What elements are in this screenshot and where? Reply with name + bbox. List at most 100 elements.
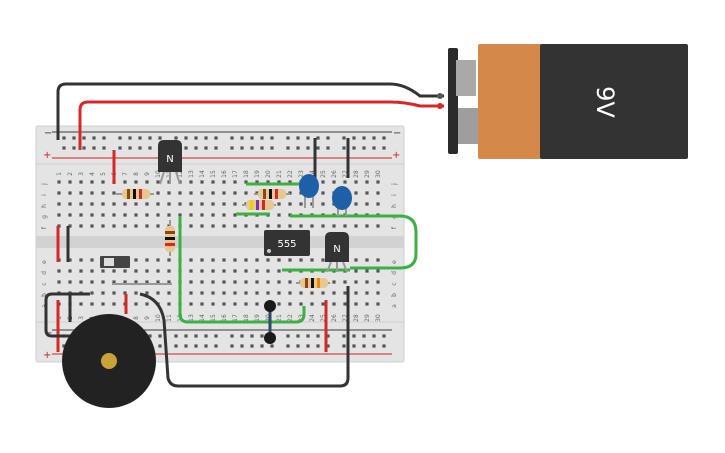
- piezo-buzzer[interactable]: [62, 314, 156, 408]
- breadboard-hole[interactable]: [200, 280, 204, 284]
- breadboard-hole[interactable]: [233, 302, 237, 306]
- breadboard-hole[interactable]: [365, 202, 369, 206]
- breadboard-hole[interactable]: [211, 269, 215, 273]
- battery-terminal-positive[interactable]: [458, 108, 478, 144]
- breadboard-hole[interactable]: [354, 202, 358, 206]
- breadboard-hole[interactable]: [204, 334, 208, 338]
- breadboard-hole[interactable]: [211, 280, 215, 284]
- breadboard-hole[interactable]: [145, 202, 149, 206]
- breadboard-hole[interactable]: [101, 302, 105, 306]
- breadboard-hole[interactable]: [72, 136, 76, 140]
- breadboard-hole[interactable]: [306, 344, 310, 348]
- breadboard-hole[interactable]: [156, 191, 160, 195]
- breadboard-hole[interactable]: [277, 302, 281, 306]
- breadboard-hole[interactable]: [68, 224, 72, 228]
- breadboard-hole[interactable]: [352, 344, 356, 348]
- breadboard-hole[interactable]: [156, 269, 160, 273]
- breadboard-hole[interactable]: [79, 269, 83, 273]
- breadboard-hole[interactable]: [90, 202, 94, 206]
- breadboard-hole[interactable]: [79, 302, 83, 306]
- breadboard-hole[interactable]: [326, 344, 330, 348]
- breadboard-hole[interactable]: [145, 258, 149, 262]
- breadboard-hole[interactable]: [134, 269, 138, 273]
- breadboard-hole[interactable]: [352, 146, 356, 150]
- breadboard-hole[interactable]: [365, 191, 369, 195]
- breadboard-hole[interactable]: [365, 280, 369, 284]
- breadboard-hole[interactable]: [266, 180, 270, 184]
- breadboard-hole[interactable]: [123, 280, 127, 284]
- breadboard-hole[interactable]: [277, 202, 281, 206]
- breadboard-hole[interactable]: [376, 269, 380, 273]
- breadboard-hole[interactable]: [79, 202, 83, 206]
- breadboard-hole[interactable]: [211, 258, 215, 262]
- breadboard-hole[interactable]: [156, 202, 160, 206]
- breadboard-hole[interactable]: [255, 291, 259, 295]
- breadboard-hole[interactable]: [365, 224, 369, 228]
- breadboard-hole[interactable]: [222, 258, 226, 262]
- battery-terminal-negative[interactable]: [456, 60, 476, 96]
- breadboard-hole[interactable]: [112, 291, 116, 295]
- breadboard-hole[interactable]: [376, 191, 380, 195]
- breadboard-hole[interactable]: [260, 146, 264, 150]
- wire-battery-positive[interactable]: [78, 100, 444, 150]
- breadboard-hole[interactable]: [158, 344, 162, 348]
- breadboard-hole[interactable]: [102, 146, 106, 150]
- breadboard-hole[interactable]: [57, 180, 61, 184]
- breadboard-hole[interactable]: [354, 291, 358, 295]
- breadboard-hole[interactable]: [240, 136, 244, 140]
- breadboard-hole[interactable]: [145, 224, 149, 228]
- breadboard-hole[interactable]: [362, 344, 366, 348]
- breadboard-hole[interactable]: [372, 344, 376, 348]
- breadboard-hole[interactable]: [123, 180, 127, 184]
- breadboard-hole[interactable]: [128, 136, 132, 140]
- breadboard-hole[interactable]: [194, 344, 198, 348]
- breadboard-hole[interactable]: [342, 146, 346, 150]
- breadboard-hole[interactable]: [68, 213, 72, 217]
- breadboard-hole[interactable]: [167, 202, 171, 206]
- breadboard-hole[interactable]: [123, 269, 127, 273]
- wire-battery-negative[interactable]: [56, 82, 444, 140]
- breadboard-hole[interactable]: [134, 180, 138, 184]
- breadboard-hole[interactable]: [134, 280, 138, 284]
- breadboard-hole[interactable]: [332, 291, 336, 295]
- resistor-2[interactable]: [254, 189, 290, 199]
- breadboard-hole[interactable]: [255, 302, 259, 306]
- breadboard-hole[interactable]: [230, 136, 234, 140]
- breadboard-hole[interactable]: [270, 344, 274, 348]
- breadboard-hole[interactable]: [310, 302, 314, 306]
- breadboard-hole[interactable]: [354, 224, 358, 228]
- resistor-1[interactable]: [116, 189, 154, 199]
- breadboard-hole[interactable]: [233, 191, 237, 195]
- breadboard-hole[interactable]: [286, 146, 290, 150]
- breadboard-hole[interactable]: [167, 213, 171, 217]
- breadboard-hole[interactable]: [342, 136, 346, 140]
- breadboard-hole[interactable]: [376, 224, 380, 228]
- breadboard-hole[interactable]: [200, 202, 204, 206]
- breadboard-hole[interactable]: [352, 136, 356, 140]
- breadboard-hole[interactable]: [321, 191, 325, 195]
- breadboard-hole[interactable]: [57, 213, 61, 217]
- transistor-right[interactable]: N: [325, 232, 349, 273]
- breadboard-hole[interactable]: [68, 280, 72, 284]
- capacitor-2[interactable]: [332, 186, 352, 216]
- breadboard-hole[interactable]: [244, 180, 248, 184]
- breadboard-hole[interactable]: [189, 258, 193, 262]
- breadboard-hole[interactable]: [112, 213, 116, 217]
- breadboard-hole[interactable]: [68, 191, 72, 195]
- breadboard-hole[interactable]: [222, 280, 226, 284]
- breadboard-hole[interactable]: [112, 280, 116, 284]
- breadboard-hole[interactable]: [82, 136, 86, 140]
- breadboard-hole[interactable]: [382, 334, 386, 338]
- breadboard-hole[interactable]: [200, 269, 204, 273]
- breadboard-hole[interactable]: [101, 280, 105, 284]
- breadboard-hole[interactable]: [299, 302, 303, 306]
- timer-555[interactable]: 555: [264, 230, 310, 256]
- breadboard-hole[interactable]: [372, 334, 376, 338]
- breadboard-hole[interactable]: [233, 291, 237, 295]
- breadboard-hole[interactable]: [194, 334, 198, 338]
- breadboard-hole[interactable]: [101, 191, 105, 195]
- breadboard-hole[interactable]: [332, 280, 336, 284]
- breadboard-hole[interactable]: [57, 191, 61, 195]
- breadboard-hole[interactable]: [90, 180, 94, 184]
- breadboard-hole[interactable]: [138, 136, 142, 140]
